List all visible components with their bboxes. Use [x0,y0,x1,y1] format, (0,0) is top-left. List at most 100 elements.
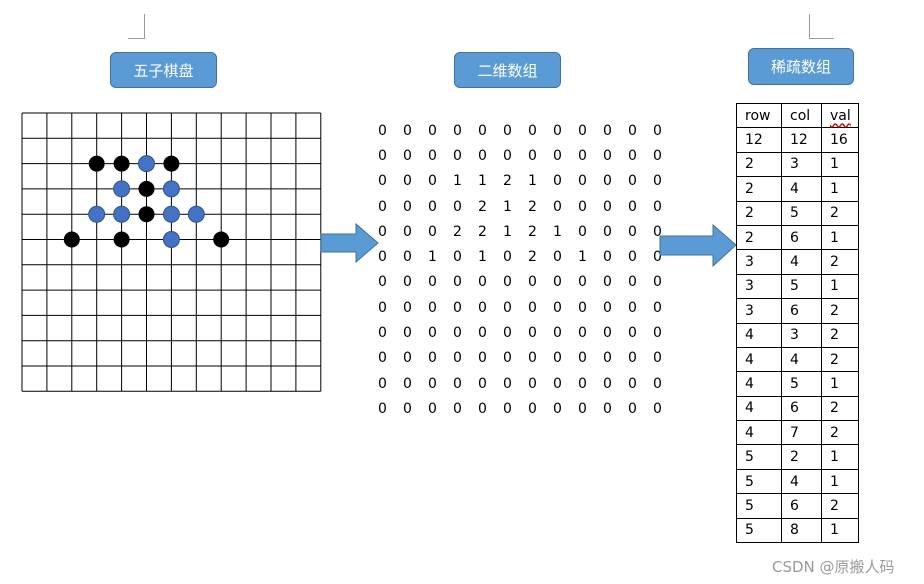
array-cell: 0 [578,173,587,190]
blue-stone [113,205,131,223]
sparse-cell: 4 [736,420,782,446]
array-cell: 1 [528,173,537,190]
array-cell: 0 [478,400,487,417]
blue-stone [187,205,205,223]
array-cell: 2 [453,223,462,240]
array-cell: 0 [478,350,487,367]
array-cell: 0 [628,122,637,139]
array-cell: 0 [628,400,637,417]
array-cell: 0 [403,299,412,316]
sparse-header-col: col [781,102,822,129]
array-cell: 0 [528,375,537,392]
black-stone [63,231,80,248]
sparse-cell: 4 [736,395,782,422]
sparse-cell: 7 [781,420,822,446]
gomoku-board-label[interactable]: 五子棋盘 [110,52,217,88]
array-cell: 0 [553,400,562,417]
array-cell: 1 [453,173,462,190]
two-dimensional-array-label[interactable]: 二维数组 [454,52,561,88]
sparse-array-label[interactable]: 稀疏数组 [748,48,854,85]
page-corner-mark-right [809,14,834,39]
array-cell: 0 [403,325,412,342]
blue-stone [162,231,180,248]
array-cell: 0 [503,249,512,266]
sparse-cell: 5 [736,517,782,544]
sparse-header-row: row [736,102,782,129]
sparse-cell: 5 [781,371,822,397]
array-cell: 0 [553,299,562,316]
sparse-cell: 1 [821,224,859,251]
array-cell: 0 [653,299,662,316]
sparse-cell: 4 [781,468,822,495]
array-cell: 0 [503,274,512,291]
array-cell: 0 [553,350,562,367]
array-cell: 0 [653,122,662,139]
array-cell: 0 [403,400,412,417]
black-stone [113,231,130,248]
sparse-cell: 1 [821,517,859,544]
array-cell: 0 [478,122,487,139]
sparse-cell: 2 [821,420,859,446]
blue-stone [88,205,106,223]
sparse-cell: 2 [821,493,859,519]
array-cell: 1 [478,249,487,266]
sparse-cell: 4 [781,176,822,202]
array-cell: 0 [603,274,612,291]
array-cell: 0 [478,274,487,291]
sparse-cell: 1 [821,444,859,470]
array-cell: 0 [628,198,637,215]
array-cell: 0 [453,325,462,342]
array-cell: 0 [503,400,512,417]
array-cell: 0 [378,400,387,417]
array-cell: 0 [578,274,587,291]
board-stones [63,155,230,248]
sparse-cell: 1 [821,468,859,495]
array-cell: 0 [378,198,387,215]
array-cell: 0 [403,147,412,164]
array-cell: 0 [528,400,537,417]
array-cell: 0 [378,375,387,392]
array-cell: 0 [528,122,537,139]
black-stone [138,206,155,223]
array-cell: 0 [653,274,662,291]
array-cell: 0 [403,173,412,190]
array-cell: 0 [628,147,637,164]
sparse-cell: 3 [781,151,822,178]
array-cell: 0 [653,147,662,164]
array-cell: 2 [503,173,512,190]
right-arrow-icon [320,222,379,264]
sparse-cell: 2 [821,395,859,422]
array-cell: 0 [603,249,612,266]
array-cell: 0 [603,299,612,316]
array-cell: 0 [428,223,437,240]
array-cell: 2 [528,198,537,215]
array-cell: 0 [403,249,412,266]
array-cell: 0 [378,122,387,139]
array-cell: 0 [628,325,637,342]
sparse-cell: 1 [821,273,859,300]
array-cell: 2 [528,249,537,266]
array-cell: 0 [578,147,587,164]
array-cell: 0 [453,249,462,266]
array-cell: 0 [378,173,387,190]
array-cell: 0 [453,400,462,417]
array-cell: 0 [378,299,387,316]
array-cell: 0 [653,249,662,266]
array-cell: 0 [628,274,637,291]
array-cell: 0 [428,173,437,190]
array-cell: 0 [428,198,437,215]
array-cell: 0 [378,350,387,367]
sparse-cell: 5 [736,493,782,519]
blue-stone [162,205,180,223]
array-cell: 2 [478,198,487,215]
sparse-cell: 4 [736,371,782,397]
array-cell: 0 [553,249,562,266]
